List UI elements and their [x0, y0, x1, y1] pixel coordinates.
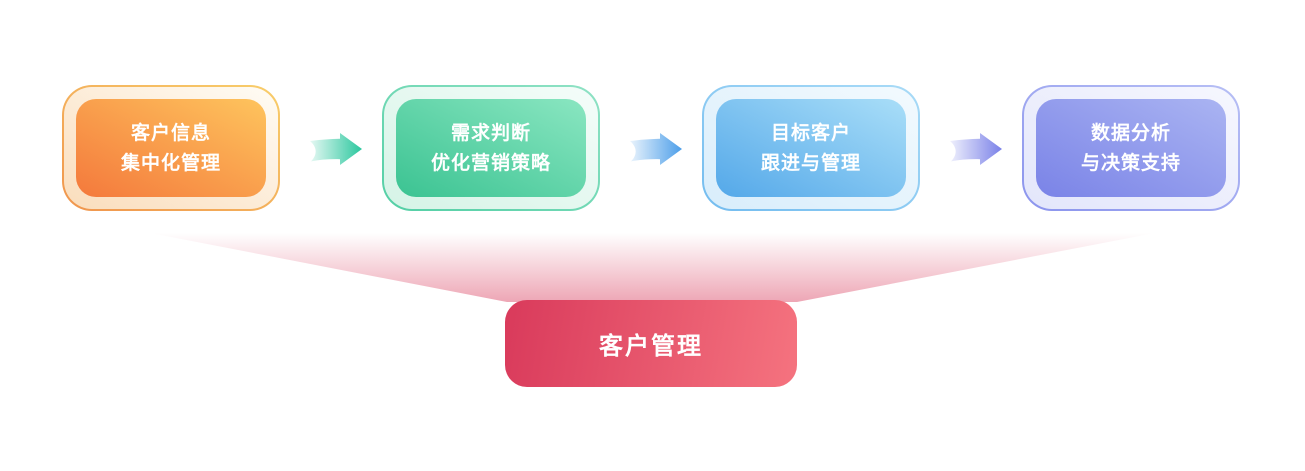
step-card-data-analysis: 数据分析 与决策支持 — [1022, 85, 1240, 211]
arrow-right-icon — [310, 133, 362, 165]
step-card-target-customer-body: 目标客户 跟进与管理 — [716, 99, 906, 197]
step-2-label-line-1: 需求判断 — [450, 122, 531, 144]
step-card-demand-judgment-body: 需求判断 优化营销策略 — [396, 99, 586, 197]
step-2-label-line-2: 优化营销策略 — [430, 152, 551, 174]
arrow-right-icon — [630, 133, 682, 165]
step-4-label-line-2: 与决策支持 — [1080, 152, 1181, 174]
step-3-label-line-1: 目标客户 — [770, 122, 851, 144]
step-card-customer-info-body: 客户信息 集中化管理 — [76, 99, 266, 197]
step-1-label-line-1: 客户信息 — [130, 122, 211, 144]
result-box: 客户管理 — [505, 300, 797, 387]
step-1-label-line-2: 集中化管理 — [120, 152, 221, 174]
step-card-target-customer: 目标客户 跟进与管理 — [702, 85, 920, 211]
step-3-label-line-2: 跟进与管理 — [760, 152, 861, 174]
result-label: 客户管理 — [599, 332, 703, 360]
step-card-customer-info: 客户信息 集中化管理 — [62, 85, 280, 211]
funnel-shape — [150, 233, 1155, 302]
arrow-right-icon — [950, 133, 1002, 165]
step-card-demand-judgment: 需求判断 优化营销策略 — [382, 85, 600, 211]
step-card-data-analysis-body: 数据分析 与决策支持 — [1036, 99, 1226, 197]
step-4-label-line-1: 数据分析 — [1090, 122, 1171, 144]
